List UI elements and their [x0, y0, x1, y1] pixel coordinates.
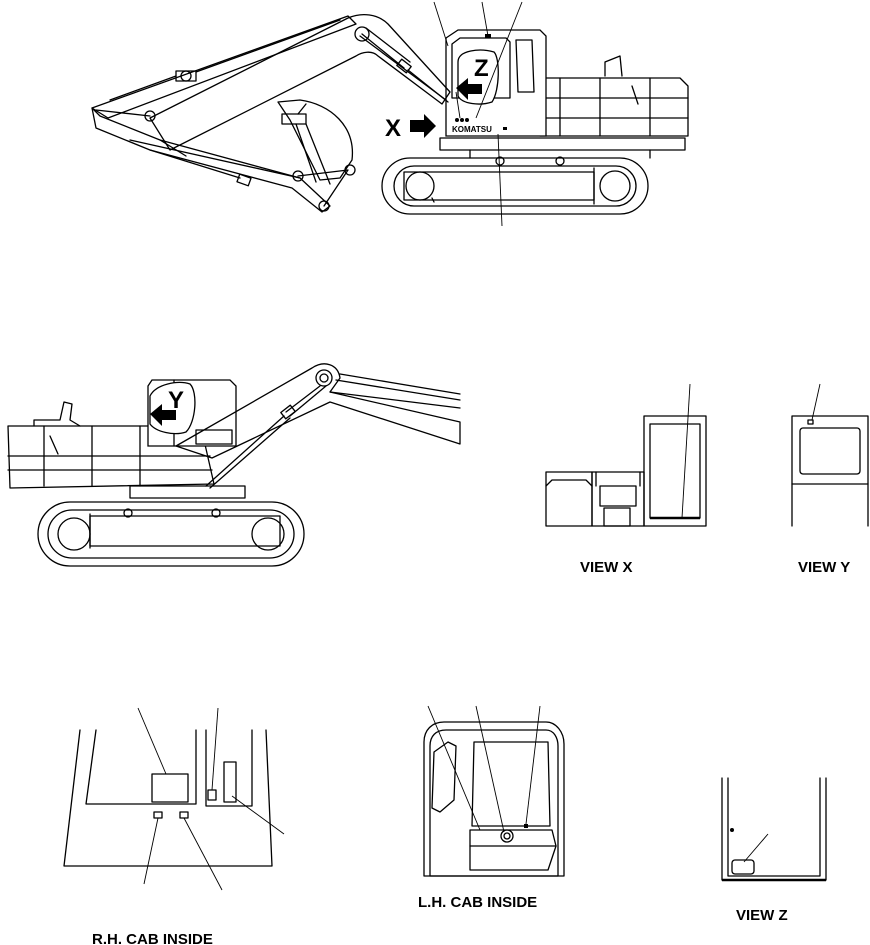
bucket [277, 99, 353, 185]
view-z-caption: VIEW Z [736, 907, 788, 924]
view-z-drawing [721, 777, 827, 882]
rh-label-c [223, 761, 237, 803]
boom-right [175, 363, 461, 489]
lh-label-mark [524, 824, 528, 828]
view-x-caption: VIEW X [580, 559, 633, 576]
view-x-letter: X [385, 115, 401, 142]
rh-label-a [151, 773, 189, 803]
upper-structure [539, 55, 689, 137]
rh-label-e [179, 811, 189, 819]
view-z-letter: Z [474, 55, 489, 82]
crawler-track-right [37, 501, 305, 567]
excavator-right-side-view: Y [7, 363, 461, 567]
view-x-arrow-icon [410, 114, 436, 138]
arm [91, 15, 357, 213]
view-y-letter: Y [168, 387, 184, 414]
leader-lines-top [433, 1, 523, 227]
view-x-drawing [545, 383, 707, 527]
brand-logo-text: KOMATSU [452, 125, 492, 134]
view-x-pointer: X [385, 114, 436, 142]
rh-label-b [207, 789, 217, 801]
view-z-label [731, 859, 755, 875]
lh-cab-inside-drawing [423, 705, 565, 877]
rh-cab-caption: R.H. CAB INSIDE [92, 931, 213, 945]
view-z-pointer: Z [456, 49, 499, 105]
view-z-arrow-icon [456, 78, 482, 100]
boom [149, 13, 451, 151]
lh-cab-knob [500, 829, 514, 843]
view-y-arrow-icon [150, 404, 176, 426]
crawler-track [381, 156, 649, 215]
lh-cab-caption: L.H. CAB INSIDE [418, 894, 537, 911]
view-y-label-mark [807, 419, 814, 425]
view-y-caption: VIEW Y [798, 559, 850, 576]
view-y-drawing [791, 383, 869, 527]
rh-label-d [153, 811, 163, 819]
view-y-pointer: Y [149, 381, 196, 435]
rh-cab-inside-drawing [63, 707, 285, 891]
swing-frame [439, 137, 686, 151]
excavator-left-side-view: KOMATSU Z X [91, 1, 689, 227]
swing-frame-right [129, 485, 246, 499]
